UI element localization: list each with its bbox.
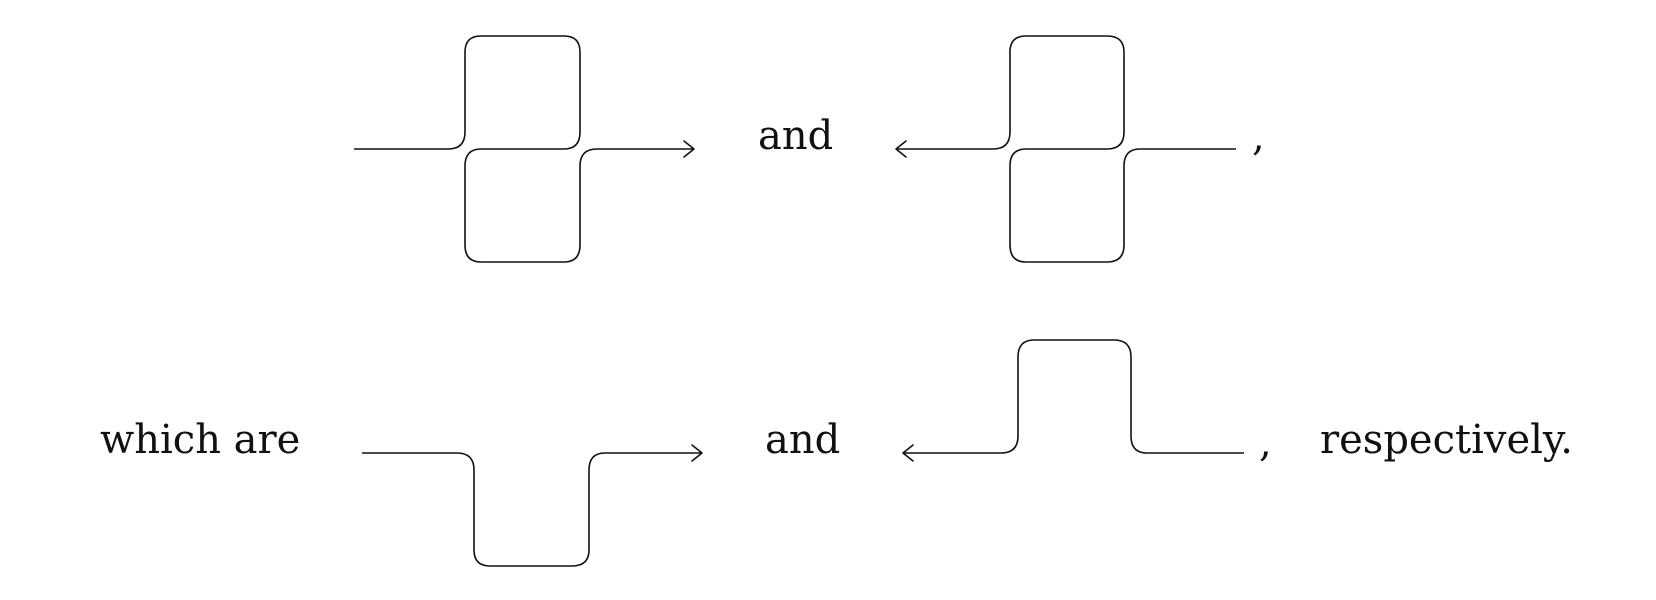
comma-bottom: , <box>1259 420 1272 466</box>
tail-text-bottom: respectively. <box>1320 417 1573 463</box>
bump-path <box>904 339 1244 454</box>
lead-text-bottom: which are <box>100 417 300 463</box>
comma-top: , <box>1252 114 1265 160</box>
figure-eight-left-arrow <box>895 35 1236 263</box>
figure-eight-path-left <box>897 35 1236 263</box>
arrowhead-right <box>683 140 695 158</box>
connector-text-bottom: and <box>765 417 840 463</box>
arrowhead-left <box>895 140 907 158</box>
connector-text-top: and <box>758 113 833 159</box>
arrowhead-left-bottom <box>902 444 914 462</box>
dip-strand-right-arrow <box>362 444 703 567</box>
figure-eight-path-right <box>354 35 693 263</box>
arrowhead-right-bottom <box>691 444 703 462</box>
dip-path <box>362 452 701 567</box>
bump-strand-left-arrow <box>902 339 1244 462</box>
figure-eight-right-arrow <box>354 35 695 263</box>
